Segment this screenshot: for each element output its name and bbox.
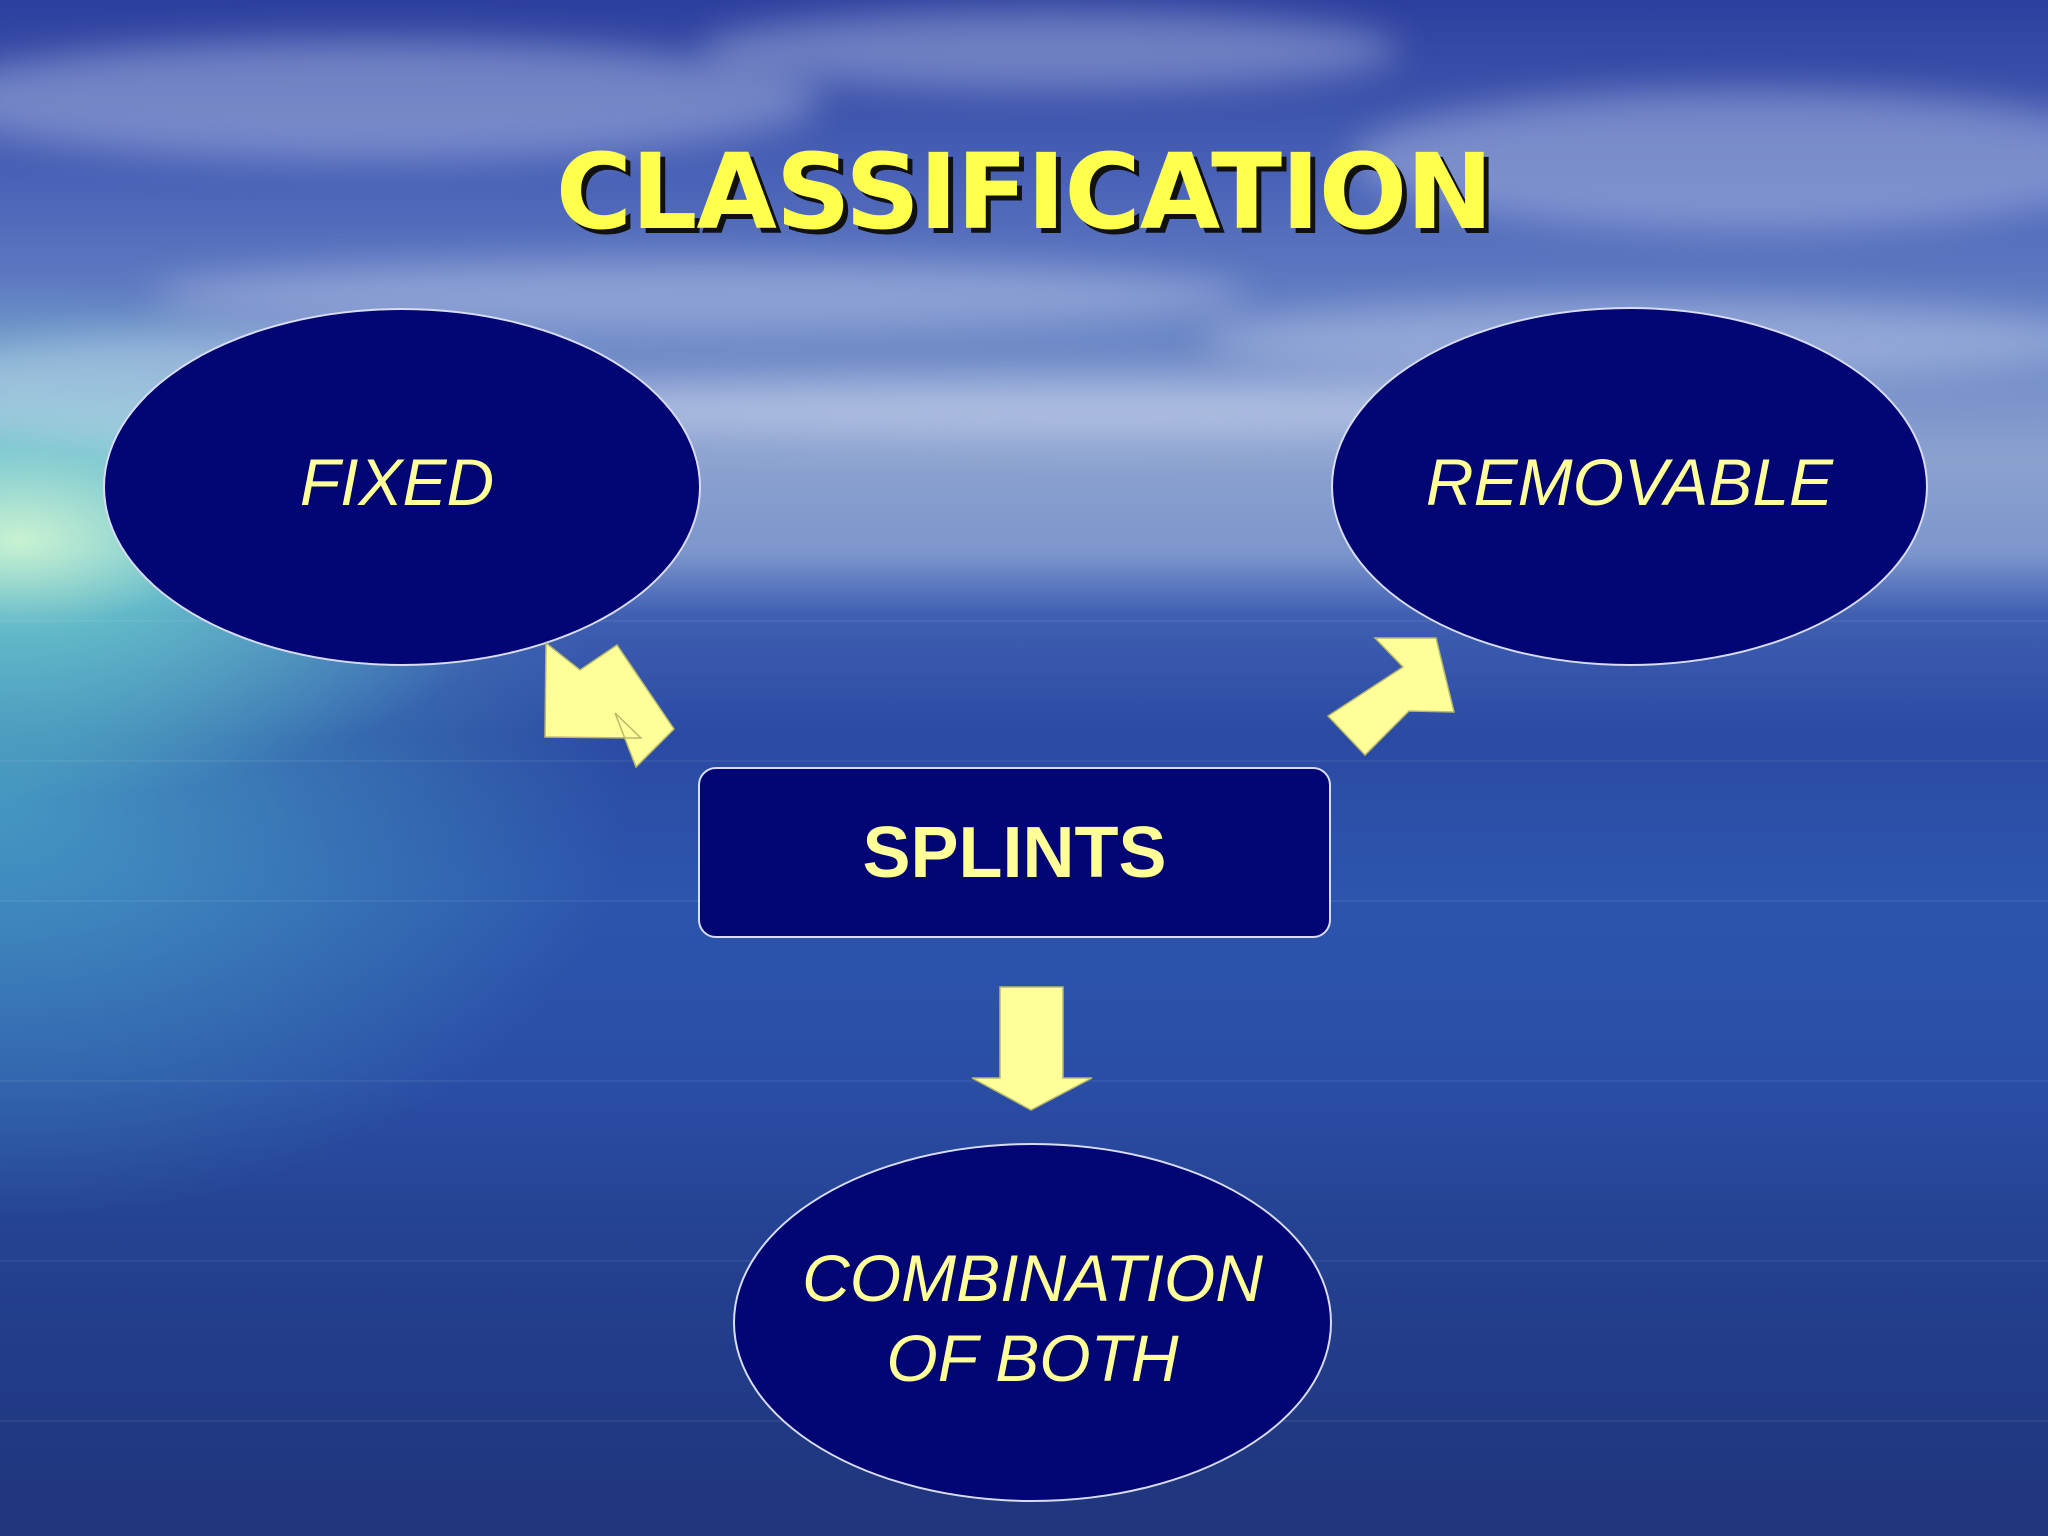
node-combination-label-line2: OF BOTH — [886, 1320, 1179, 1395]
cloud — [1350, 90, 2048, 230]
node-combination: COMBINATION OF BOTH — [733, 1143, 1332, 1502]
water-line — [0, 760, 2048, 762]
node-fixed: FIXED — [103, 308, 701, 666]
node-removable: REMOVABLE — [1331, 307, 1928, 666]
node-removable-label: REMOVABLE — [1425, 444, 1834, 519]
center-box-label: SPLINTS — [862, 812, 1167, 893]
water-line — [0, 620, 2048, 622]
center-box-splints: SPLINTS — [698, 767, 1331, 938]
arrow-up-left-shape — [544, 641, 675, 769]
node-combination-label-line1: COMBINATION — [802, 1241, 1263, 1316]
slide-title: CLASSIFICATION — [555, 131, 1493, 253]
arrow-down-shape — [971, 986, 1093, 1111]
arrow-up-right-shape — [1326, 637, 1455, 757]
node-fixed-label: FIXED — [299, 445, 495, 520]
cloud — [700, 10, 1400, 90]
cloud — [0, 40, 820, 160]
